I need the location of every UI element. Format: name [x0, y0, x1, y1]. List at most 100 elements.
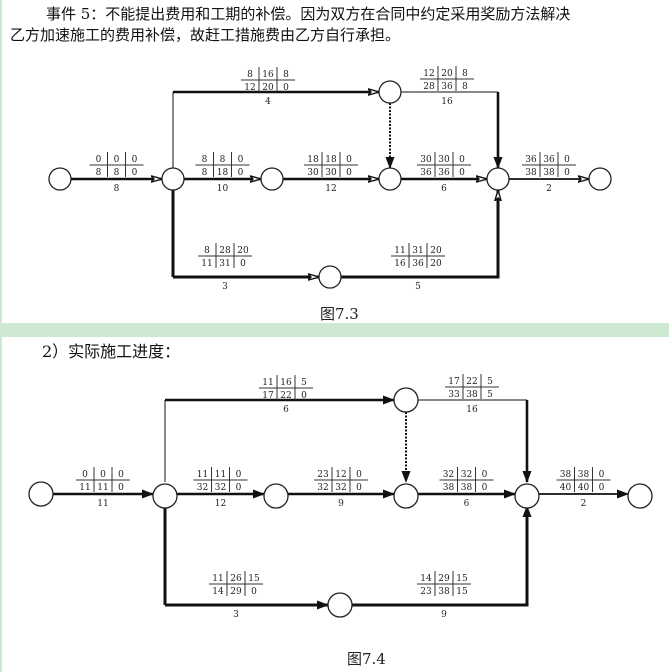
bottom-value: 18: [217, 168, 229, 178]
top-value: 8: [283, 70, 289, 80]
bottom-value: 30: [307, 168, 319, 178]
bottom-value: 8: [96, 168, 102, 178]
top-value: 12: [335, 470, 346, 480]
duration-label: 2: [546, 184, 552, 194]
event-node: [263, 483, 289, 509]
top-value: 8: [220, 155, 226, 165]
duration-label: 6: [283, 405, 289, 415]
bottom-value: 38: [443, 483, 455, 493]
bottom-value: 5: [487, 390, 493, 400]
top-value: 0: [82, 470, 88, 480]
top-value: 15: [248, 574, 260, 584]
bottom-value: 36: [441, 82, 453, 92]
event-node: [393, 483, 419, 509]
event-node: [260, 167, 284, 191]
bottom-value: 0: [283, 83, 289, 93]
duration-label: 9: [441, 610, 447, 620]
top-value: 36: [543, 155, 555, 165]
bottom-value: 8: [202, 168, 208, 178]
top-value: 11: [215, 470, 226, 480]
top-value: 0: [459, 155, 465, 165]
top-value: 0: [132, 155, 138, 165]
top-value: 0: [482, 470, 488, 480]
event-node: [318, 265, 342, 289]
top-value: 0: [100, 470, 106, 480]
event-node: [378, 80, 402, 104]
top-value: 0: [356, 470, 362, 480]
top-value: 18: [307, 155, 319, 165]
top-value: 11: [394, 246, 405, 256]
duration-label: 3: [222, 282, 228, 292]
event-node: [327, 592, 353, 618]
top-value: 18: [325, 155, 337, 165]
bottom-value: 23: [420, 587, 432, 597]
top-value: 8: [202, 155, 208, 165]
top-value: 0: [564, 155, 570, 165]
top-value: 11: [197, 470, 208, 480]
top-value: 16: [262, 70, 274, 80]
top-value: 32: [443, 470, 454, 480]
top-value: 28: [219, 246, 231, 256]
duration-label: 3: [233, 610, 239, 620]
bottom-value: 8: [462, 82, 468, 92]
bottom-value: 22: [280, 391, 291, 401]
event-node: [514, 483, 540, 509]
section-heading: 2）实际施工进度：: [42, 342, 181, 361]
top-value: 5: [301, 378, 307, 388]
top-value: 0: [236, 470, 242, 480]
bottom-value: 29: [230, 587, 242, 597]
top-value: 20: [237, 246, 249, 256]
top-value: 0: [599, 470, 605, 480]
bottom-value: 0: [482, 483, 488, 493]
bottom-value: 0: [459, 168, 465, 178]
bottom-value: 11: [201, 259, 212, 269]
bottom-value: 0: [564, 168, 570, 178]
event-node: [48, 167, 72, 191]
bottom-value: 32: [215, 483, 226, 493]
event-node: [28, 481, 54, 507]
duration-label: 16: [466, 405, 478, 415]
bottom-value: 0: [346, 168, 352, 178]
duration-label: 9: [338, 499, 344, 509]
bottom-value: 16: [394, 259, 406, 269]
duration-label: 6: [464, 499, 470, 509]
event-node: [152, 483, 178, 509]
bottom-value: 11: [79, 483, 90, 493]
top-value: 14: [420, 574, 432, 584]
top-value: 17: [448, 377, 460, 387]
paragraph-line-1: 事件 5：不能提出费用和工期的补偿。因为双方在合同中约定采用奖励方法解决: [46, 5, 571, 23]
bottom-value: 0: [238, 168, 244, 178]
duration-label: 12: [325, 184, 336, 194]
bottom-value: 32: [335, 483, 346, 493]
event-node: [393, 387, 419, 413]
bottom-value: 0: [599, 483, 605, 493]
bottom-value: 38: [438, 587, 450, 597]
bottom-value: 0: [240, 259, 246, 269]
top-value: 11: [212, 574, 223, 584]
duration-label: 5: [415, 282, 421, 292]
duration-label: 4: [265, 97, 271, 107]
top-value: 8: [247, 70, 253, 80]
activity-arrow: [352, 505, 532, 607]
top-value: 23: [317, 470, 329, 480]
bottom-value: 0: [236, 483, 242, 493]
bottom-value: 38: [525, 168, 537, 178]
bottom-value: 38: [466, 390, 478, 400]
duration-label: 12: [215, 499, 226, 509]
top-value: 11: [262, 378, 273, 388]
top-value: 12: [423, 69, 434, 79]
duration-label: 6: [441, 184, 447, 194]
top-value: 30: [438, 155, 450, 165]
